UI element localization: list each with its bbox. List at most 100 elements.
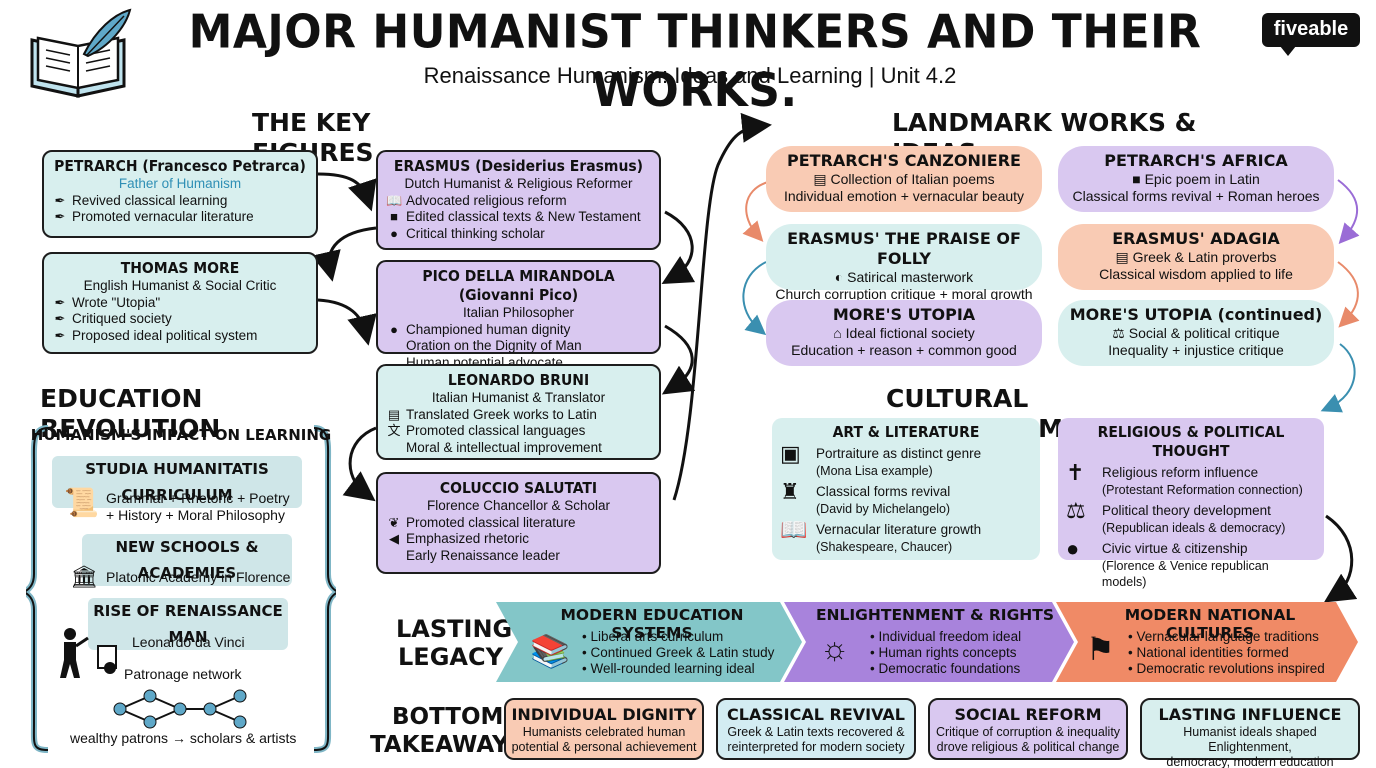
takeaways-label-line2: TAKEAWAYS [370, 732, 526, 758]
art-literature-card: ART & LITERATURE ▣Portraiture as distinc… [772, 418, 1040, 560]
figure-item: Moral & intellectual improvement [406, 439, 602, 455]
scroll-icon: 📜 [64, 487, 99, 518]
work-line: Classical wisdom applied to life [1099, 266, 1293, 282]
figure-card-bruni: LEONARDO BRUNI Italian Humanist & Transl… [376, 364, 661, 460]
citizen-icon: ● [1066, 536, 1080, 561]
patrons-label: wealthy patrons → scholars & artists [70, 730, 297, 746]
legacy-title: ENLIGHTENMENT & RIGHTS [815, 606, 1055, 624]
takeaway-line: drove religious & political change [936, 740, 1120, 754]
figure-subtitle: English Humanist & Social Critic [83, 278, 277, 293]
temple-icon: ⌂ [833, 325, 846, 341]
figure-item: Early Renaissance leader [406, 547, 560, 563]
religious-political-card: RELIGIOUS & POLITICAL THOUGHT ✝ Religious… [1058, 418, 1324, 589]
work-petrarch-africa: PETRARCH'S AFRICA ■ Epic poem in Latin C… [1058, 146, 1334, 212]
takeaway-line: Humanists celebrated human [522, 725, 686, 739]
network-diagram-icon [113, 689, 247, 729]
work-line: Inequality + injustice critique [1108, 342, 1284, 358]
figure-item: Advocated religious reform [406, 192, 567, 208]
figure-item: Translated Greek works to Latin [406, 406, 597, 422]
figure-item: Emphasized rhetoric [406, 531, 530, 546]
work-title: PETRARCH'S CANZONIERE [787, 151, 1021, 170]
figure-subtitle: Italian Philosopher [462, 305, 575, 320]
takeaway-line: Critique of corruption & inequality [935, 725, 1121, 739]
work-line: Collection of Italian poems [830, 171, 995, 187]
legacy-modern-education: MODERN EDUCATION SYSTEMS 📚 • Liberal art… [520, 602, 784, 684]
figure-item: Championed human dignity [406, 321, 571, 337]
takeaway-line: democracy, modern education [1166, 755, 1334, 768]
studia-band: STUDIA HUMANITATIS CURRICULUM [52, 456, 302, 508]
translate-icon: 文 [387, 423, 401, 438]
art-item-main: Portraiture as distinct genre [816, 446, 982, 461]
takeaway-title: INDIVIDUAL DIGNITY [511, 705, 697, 724]
work-line: Church corruption critique + moral growt… [775, 286, 1033, 302]
figure-card-thomas-more: THOMAS MORE English Humanist & Social Cr… [42, 252, 318, 354]
figure-subtitle: Italian Humanist & Translator [431, 390, 606, 405]
legacy-label-line1: LASTING [396, 615, 513, 643]
figure-card-petrarch: PETRARCH (Francesco Petrarca) Father of … [42, 150, 318, 238]
rel-item-sub: (Republican ideals & democracy) [1102, 520, 1286, 535]
education-impact-heading: HUMANISM'S IMPACT ON LEARNING [30, 426, 332, 444]
work-utopia: MORE'S UTOPIA ⌂ Ideal fictional society … [766, 300, 1042, 366]
figure-title: LEONARDO BRUNI [447, 371, 590, 389]
figure-item: Critical thinking scholar [406, 225, 545, 241]
rel-item-sub: (Florence & Venice republican models) [1101, 558, 1269, 590]
takeaway-title: CLASSICAL REVIVAL [727, 705, 905, 724]
figure-card-erasmus: ERASMUS (Desiderius Erasmus) Dutch Human… [376, 150, 661, 250]
book-icon: ■ [1132, 171, 1145, 187]
renaissance-man-icon [54, 626, 126, 682]
work-line: Classical forms revival + Roman heroes [1072, 188, 1320, 204]
quill-icon: ✒ [54, 294, 66, 310]
art-item-sub: (David by Michelangelo) [816, 501, 951, 516]
legacy-item: • Individual freedom ideal [870, 629, 1022, 644]
card-title: RELIGIOUS & POLITICAL THOUGHT [1097, 423, 1285, 460]
book-icon: ■ [390, 209, 398, 224]
rel-item-main: Civic virtue & citizenship [1101, 541, 1248, 556]
work-line: Satirical masterwork [847, 269, 974, 285]
patronage-label: Patronage network [124, 666, 242, 682]
portrait-icon: ▣ [780, 441, 801, 466]
legacy-national-cultures: MODERN NATIONAL CULTURES ⚑ • Vernacular … [1080, 602, 1340, 684]
work-line: Ideal fictional society [845, 325, 975, 341]
laurel-wreath-icon: ❦ [388, 514, 400, 530]
lightbulb-icon: ● [390, 225, 398, 241]
studia-line: + History + Moral Philosophy [106, 507, 285, 523]
scales-icon: ⚖ [1066, 498, 1086, 523]
section-education-revolution: EDUCATION REVOLUTION [40, 384, 221, 443]
figure-item: Wrote "Utopia" [72, 294, 161, 310]
fiveable-logo: fiveable [1262, 13, 1360, 56]
legacy-item: • Well-rounded learning ideal [582, 661, 755, 676]
takeaway-line: Humanist ideals shaped Enlightenment, [1183, 725, 1317, 754]
work-title: ERASMUS' THE PRAISE OF FOLLY [787, 229, 1021, 268]
rel-item-main: Religious reform influence [1102, 465, 1259, 480]
schools-band: NEW SCHOOLS & ACADEMIES [82, 534, 292, 586]
megaphone-icon: ◀ [389, 531, 399, 546]
figure-title: PETRARCH (Francesco Petrarca) [54, 157, 306, 175]
studia-line: Grammar + Rhetoric + Poetry [106, 490, 290, 506]
leonardo-label: Leonardo da Vinci [132, 634, 245, 650]
art-item-main: Vernacular literature growth [816, 522, 982, 537]
work-line: Social & political critique [1128, 325, 1280, 341]
figure-title: COLUCCIO SALUTATI [439, 479, 598, 497]
church-icon: ✝ [1066, 460, 1085, 485]
work-title: PETRARCH'S AFRICA [1104, 151, 1288, 170]
document-icon: ▤ [813, 171, 831, 187]
takeaway-social-reform: SOCIAL REFORM Critique of corruption & i… [928, 698, 1128, 760]
legacy-chevrons [496, 602, 1358, 682]
work-line: Individual emotion + vernacular beauty [783, 188, 1025, 204]
quill-icon: ✒ [54, 192, 66, 208]
legacy-item: • Liberal arts curriculum [582, 629, 724, 644]
work-title: MORE'S UTOPIA [832, 305, 976, 324]
takeaway-lasting-influence: LASTING INFLUENCE Humanist ideals shaped… [1140, 698, 1360, 768]
work-utopia-continued: MORE'S UTOPIA (continued) ⚖ Social & pol… [1058, 300, 1334, 366]
figure-item: Promoted classical languages [406, 423, 586, 438]
education-panel: HUMANISM'S IMPACT ON LEARNING STUDIA HUM… [26, 424, 336, 754]
takeaway-classical-revival: CLASSICAL REVIVAL Greek & Latin texts re… [716, 698, 916, 760]
figure-title: THOMAS MORE [120, 259, 240, 277]
takeaway-title: SOCIAL REFORM [954, 705, 1102, 724]
art-item-sub: (Shakespeare, Chaucer) [816, 539, 953, 554]
quill-icon: ✒ [54, 311, 66, 326]
figure-subtitle: Dutch Humanist & Religious Reformer [404, 176, 633, 191]
lightbulb-head-icon: ☼ [820, 630, 850, 666]
person-icon: ● [390, 321, 398, 337]
